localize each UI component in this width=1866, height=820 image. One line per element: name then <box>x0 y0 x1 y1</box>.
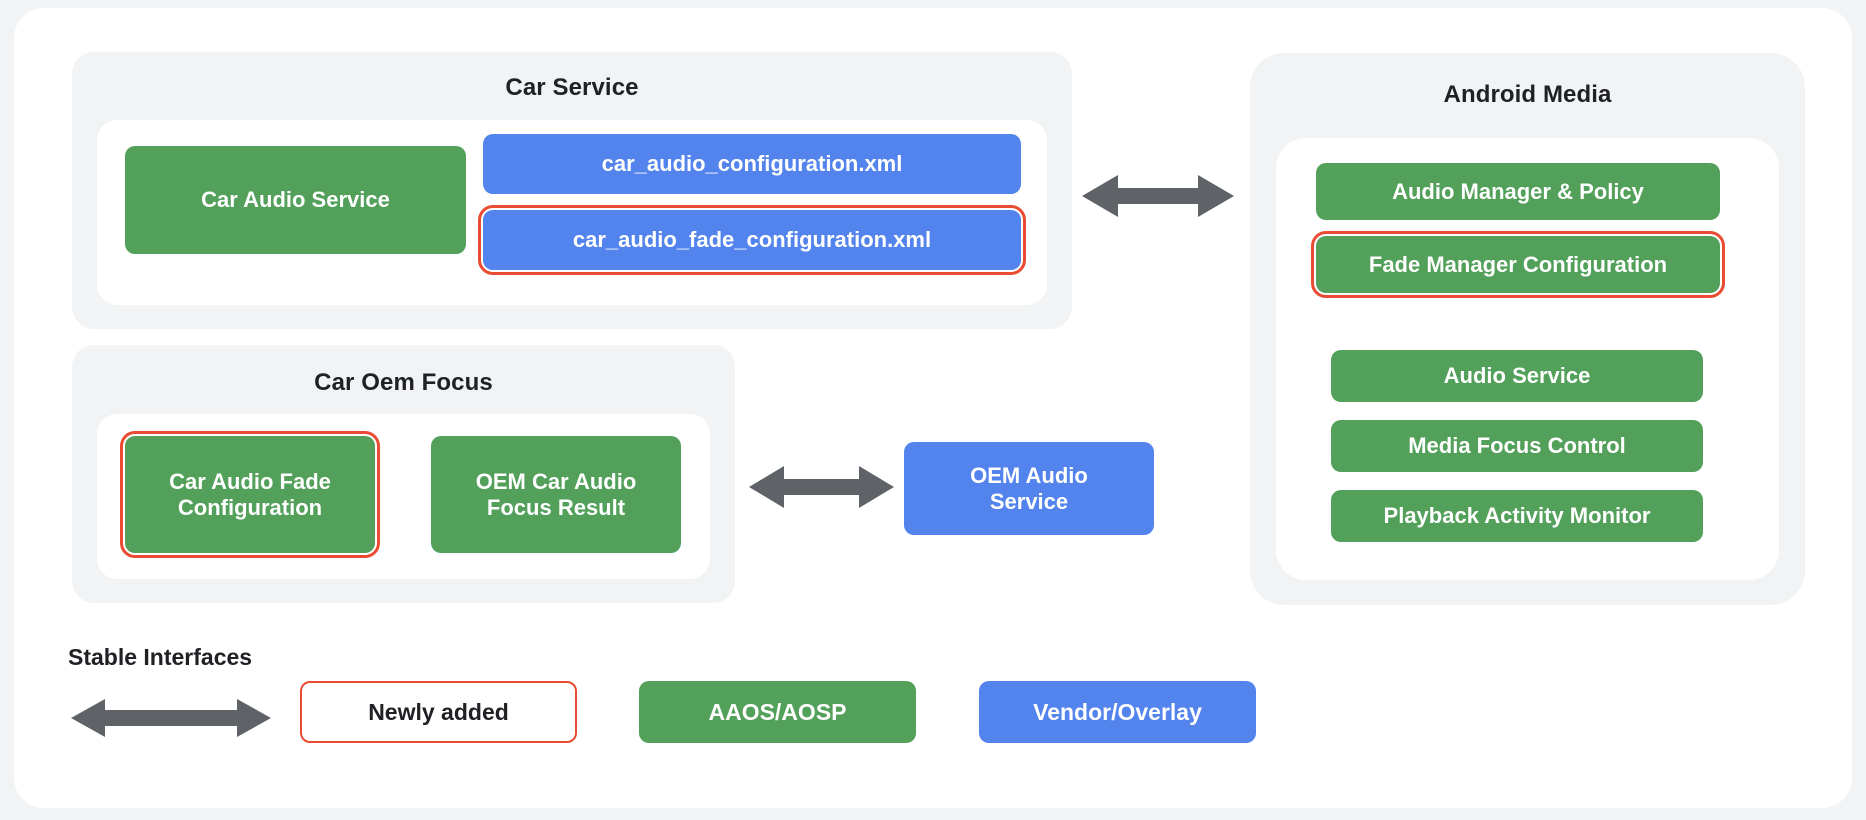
node-car-audio-fade-configuration[interactable]: Car Audio Fade Configuration <box>120 431 380 558</box>
node-oem-audio-service[interactable]: OEM Audio Service <box>904 442 1154 535</box>
node-car-audio-configuration-xml[interactable]: car_audio_configuration.xml <box>483 134 1021 194</box>
group-android-media: Android Media Audio Manager & Policy Fad… <box>1250 53 1805 605</box>
arrow-car-service-to-android-media <box>1082 171 1234 221</box>
node-media-focus-control[interactable]: Media Focus Control <box>1331 420 1703 472</box>
node-audio-manager-and-policy[interactable]: Audio Manager & Policy <box>1316 163 1720 220</box>
group-android-media-inner: Audio Manager & Policy Fade Manager Conf… <box>1276 138 1779 580</box>
node-playback-activity-monitor[interactable]: Playback Activity Monitor <box>1331 490 1703 542</box>
legend-chip-aaos-aosp[interactable]: AAOS/AOSP <box>639 681 916 743</box>
diagram-canvas: Car Service Car Audio Service car_audio_… <box>14 8 1852 808</box>
group-car-service-title: Car Service <box>505 74 639 101</box>
group-car-service: Car Service Car Audio Service car_audio_… <box>72 52 1072 329</box>
group-car-oem-focus: Car Oem Focus Car Audio Fade Configurati… <box>72 345 735 603</box>
legend-stable-interfaces-label: Stable Interfaces <box>68 644 253 670</box>
group-car-service-inner: Car Audio Service car_audio_configuratio… <box>97 120 1047 305</box>
group-car-oem-focus-title: Car Oem Focus <box>314 369 493 396</box>
group-android-media-title: Android Media <box>1443 81 1612 108</box>
node-car-audio-fade-configuration-xml[interactable]: car_audio_fade_configuration.xml <box>478 205 1026 275</box>
legend-chip-vendor-overlay[interactable]: Vendor/Overlay <box>979 681 1256 743</box>
node-fade-manager-configuration[interactable]: Fade Manager Configuration <box>1311 231 1725 298</box>
legend-chip-newly-added[interactable]: Newly added <box>300 681 577 743</box>
node-audio-service[interactable]: Audio Service <box>1331 350 1703 402</box>
node-oem-car-audio-focus-result[interactable]: OEM Car Audio Focus Result <box>431 436 681 553</box>
group-car-oem-focus-inner: Car Audio Fade Configuration OEM Car Aud… <box>97 414 710 579</box>
arrow-car-oem-focus-to-oem-audio-service <box>749 462 894 512</box>
legend-stable-interfaces-arrow <box>71 696 271 740</box>
node-car-audio-service[interactable]: Car Audio Service <box>125 146 466 254</box>
legend: Stable Interfaces Newly added AAOS/AOSP … <box>14 644 1852 784</box>
